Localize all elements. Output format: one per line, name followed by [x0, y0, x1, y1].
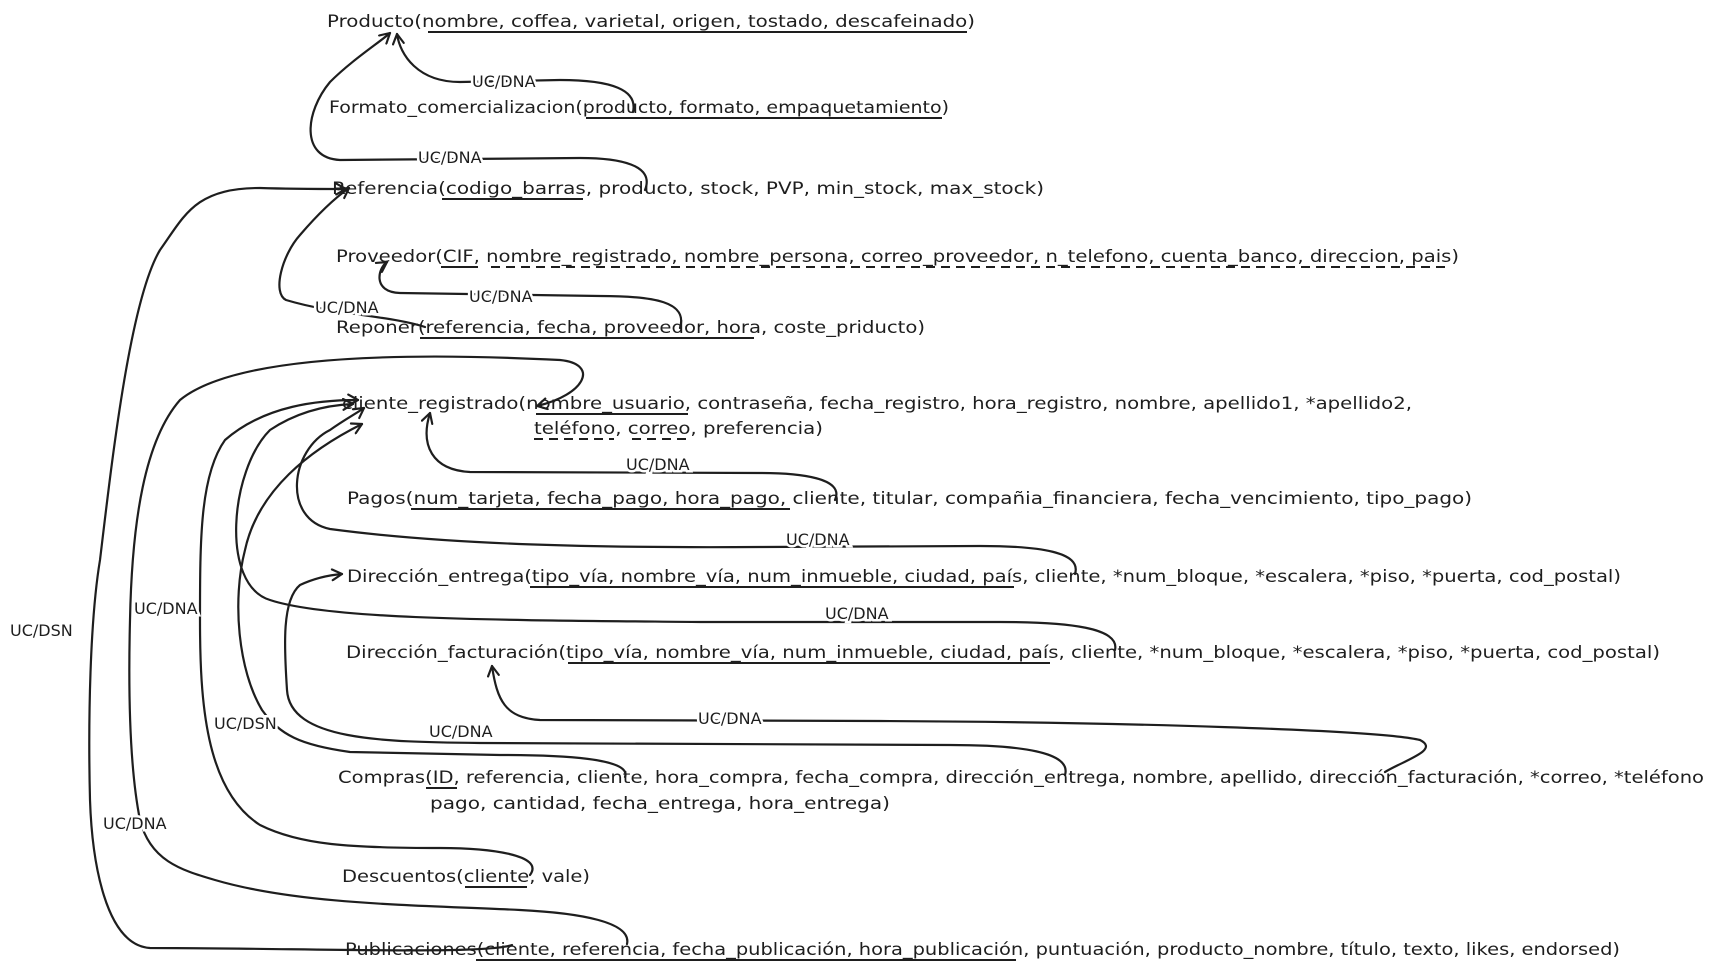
fk-label-reponer-referencia: UC/DNA [315, 298, 379, 317]
relation-compras-cont: pago, cantidad, fecha_entrega, hora_entr… [430, 794, 890, 814]
fk-label-direccion-facturacion-cliente: UC/DNA [825, 604, 889, 623]
fk-label-descuentos-cliente: UC/DNA [134, 599, 198, 618]
fk-arrow-reponer-referencia [278, 186, 427, 329]
fk-label-group: UC/DNA UC/DNA UC/DNA UC/DNA UC/DNA UC/DN… [8, 70, 892, 836]
fk-label-publicaciones-cliente: UC/DNA [103, 814, 167, 833]
fk-arrow-publicaciones-referencia [88, 182, 514, 952]
fk-arrow-formato-producto [391, 32, 635, 114]
fk-label-pagos-cliente: UC/DNA [626, 455, 690, 474]
fk-label-compras-direccion-entrega: UC/DNA [429, 722, 493, 741]
relation-descuentos: Descuentos(cliente, vale) [342, 867, 590, 886]
fk-arrow-descuentos-cliente [198, 393, 534, 877]
fk-label-compras-direccion-facturacion: UC/DNA [698, 709, 762, 728]
relation-publicaciones: Publicaciones(cliente, referencia, fecha… [345, 940, 1620, 960]
fk-arrow-compras-direccion-facturacion [486, 664, 1428, 774]
fk-arrow-reponer-proveedor [374, 260, 683, 330]
relation-reponer: Reponer(referencia, fecha, proveedor, ho… [336, 318, 925, 338]
fk-arrow-direccion-facturacion-cliente [235, 397, 1117, 652]
relation-compras: Compras(ID, referencia, cliente, hora_co… [338, 768, 1704, 788]
fk-arrow-publicaciones-cliente [128, 355, 629, 946]
fk-label-compras-cliente: UC/DSN [214, 714, 277, 733]
relation-direccion-facturacion: Dirección_facturación(tipo_vía, nombre_v… [346, 643, 1660, 663]
relation-cliente-registrado-cont: teléfono, correo, preferencia) [534, 419, 823, 438]
relation-producto: Producto(nombre, coffea, varietal, orige… [327, 12, 975, 31]
fk-arrow-compras-direccion-entrega [283, 568, 1067, 777]
fk-arrow-direccion-entrega-cliente [295, 406, 1077, 576]
relation-cliente-registrado: cliente_registrado(nombre_usuario, contr… [342, 394, 1412, 414]
relation-pagos: Pagos(num_tarjeta, fecha_pago, hora_pago… [347, 489, 1472, 509]
relation-direccion-entrega: Dirección_entrega(tipo_vía, nombre_vía, … [347, 567, 1621, 587]
fk-label-referencia-producto: UC/DNA [418, 148, 482, 167]
fk-arrow-compras-cliente [237, 422, 627, 779]
fk-arrow-pagos-cliente [420, 411, 838, 502]
fk-label-reponer-proveedor: UC/DNA [469, 287, 533, 306]
fk-label-publicaciones-referencia: UC/DSN [10, 621, 73, 640]
fk-label-direccion-entrega-cliente: UC/DNA [786, 530, 850, 549]
fk-label-formato-producto: UC/DNA [472, 72, 536, 91]
fk-arrow-referencia-producto [309, 31, 648, 192]
relation-proveedor: Proveedor(CIF, nombre_registrado, nombre… [336, 247, 1459, 267]
relation-referencia: Referencia(codigo_barras, producto, stoc… [332, 179, 1044, 199]
relation-formato-comercializacion: Formato_comercializacion(producto, forma… [329, 98, 949, 118]
